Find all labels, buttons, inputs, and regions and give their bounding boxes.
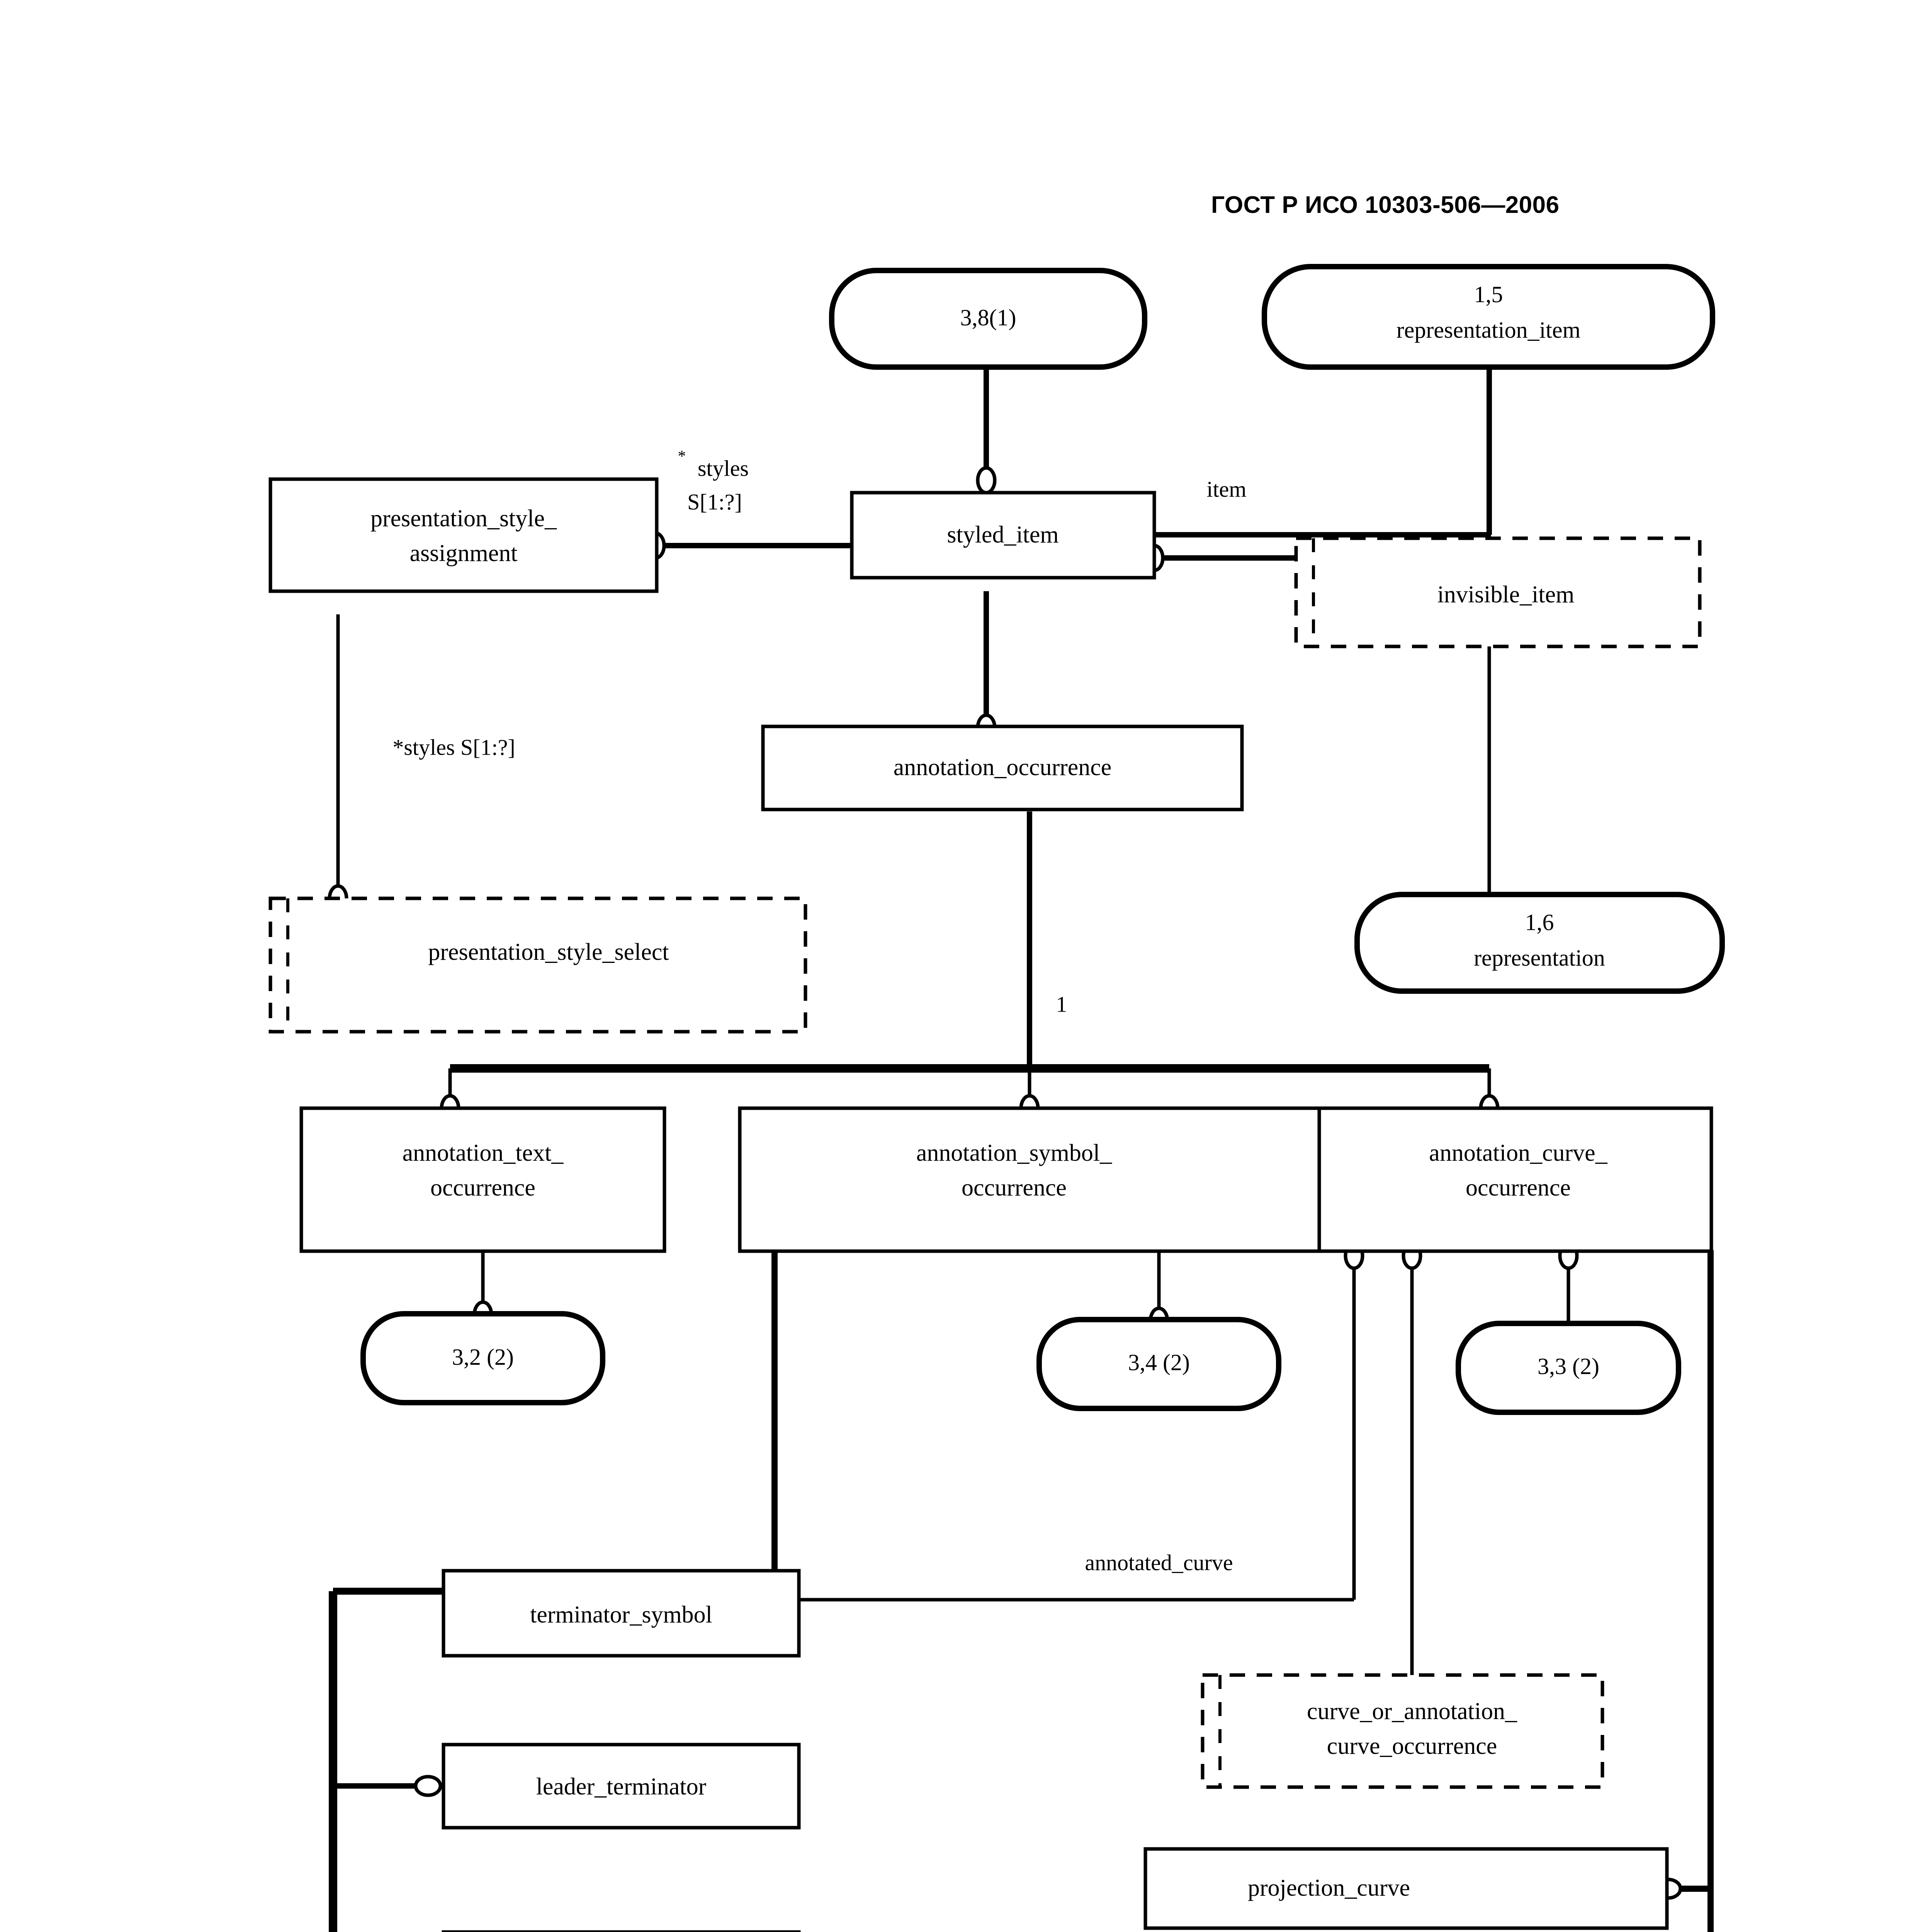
select-box-inner-edges <box>286 538 1315 1787</box>
relationship-labels: * styles S[1:?] item *styles S[1:?] 1 an… <box>392 448 1246 1575</box>
label-projection-curve: projection_curve <box>1248 1875 1410 1901</box>
page-ref-3-3-2[interactable] <box>1456 1321 1681 1415</box>
label-psa-line2: assignment <box>410 540 518 566</box>
entity-boxes <box>268 477 1713 1932</box>
page-ref-3-8-1[interactable] <box>829 268 1147 370</box>
label-terminator-symbol: terminator_symbol <box>530 1602 712 1628</box>
label-ref-1-5-line2: representation_item <box>1397 317 1580 343</box>
label-ref-1-5-line1: 1,5 <box>1474 282 1503 307</box>
label-styles-asterisk: * <box>678 448 686 466</box>
entity-annotation-occurrence[interactable] <box>761 724 1244 811</box>
select-boxes <box>268 536 1702 1789</box>
page-reference-boxes <box>360 264 1725 1415</box>
page-ref-1-6[interactable] <box>1354 892 1725 994</box>
page-reference-labels: 3,8(1) 1,5 representation_item 1,6 repre… <box>452 282 1605 1379</box>
label-ref-3-8-1: 3,8(1) <box>960 305 1016 330</box>
label-att-line1: annotation_text_ <box>403 1140 564 1166</box>
entity-leader-terminator[interactable] <box>442 1743 801 1830</box>
label-styles-select: *styles S[1:?] <box>392 735 515 760</box>
label-styles-line2: S[1:?] <box>687 489 742 514</box>
select-presentation-style-select[interactable] <box>268 896 807 1034</box>
label-aco-line1: annotation_curve_ <box>1429 1140 1607 1166</box>
circle-styleditem-top <box>976 466 997 495</box>
label-cardinality-one: 1 <box>1056 992 1067 1017</box>
entity-projection-curve[interactable] <box>1143 1847 1669 1930</box>
select-invisible-item[interactable] <box>1294 536 1702 648</box>
entity-styled-item[interactable] <box>850 491 1156 580</box>
page-ref-3-4-2[interactable] <box>1036 1317 1281 1411</box>
label-annotation-occurrence: annotation_occurrence <box>894 754 1112 781</box>
page-header: ГОСТ Р ИСО 10303-506—2006 <box>1211 192 1560 218</box>
entity-annotation-curve-occurrence[interactable] <box>1317 1106 1713 1253</box>
label-styles-line1: styles <box>698 456 749 481</box>
label-coac-line1: curve_or_annotation_ <box>1307 1698 1517 1725</box>
label-leader-terminator: leader_terminator <box>536 1774 707 1800</box>
label-presentation-style-select: presentation_style_select <box>428 939 669 965</box>
connection-lines <box>329 367 1714 1932</box>
entity-annotation-text-occurrence[interactable] <box>299 1106 666 1253</box>
label-att-line2: occurrence <box>430 1175 535 1201</box>
label-aco-line2: occurrence <box>1466 1175 1571 1201</box>
page-ref-1-5[interactable] <box>1262 264 1715 370</box>
label-psa-line1: presentation_style_ <box>370 505 557 532</box>
label-invisible-item: invisible_item <box>1437 582 1575 608</box>
label-coac-line2: curve_occurrence <box>1327 1733 1497 1759</box>
label-ref-3-2-2: 3,2 (2) <box>452 1344 514 1370</box>
entity-labels: presentation_style_ assignment styled_it… <box>370 505 1608 1901</box>
circle-leaderterminator-left <box>414 1775 442 1797</box>
label-annotated-curve: annotated_curve <box>1085 1550 1233 1575</box>
label-ref-1-6-line2: representation <box>1474 945 1605 971</box>
page-ref-3-2-2[interactable] <box>360 1311 605 1405</box>
label-ref-3-4-2: 3,4 (2) <box>1128 1350 1190 1375</box>
label-aso-line2: occurrence <box>962 1175 1067 1201</box>
label-aso-line1: annotation_symbol_ <box>916 1140 1112 1166</box>
entity-annotation-symbol-occurrence[interactable] <box>738 1106 1325 1253</box>
label-ref-1-6-line1: 1,6 <box>1525 910 1554 935</box>
select-labels: invisible_item presentation_style_select… <box>428 582 1575 1759</box>
label-item: item <box>1206 476 1246 502</box>
label-ref-3-3-2: 3,3 (2) <box>1538 1354 1599 1379</box>
entity-terminator-symbol[interactable] <box>442 1569 801 1658</box>
label-styled-item: styled_item <box>947 522 1058 548</box>
entity-presentation-style-assignment[interactable] <box>268 477 659 593</box>
select-curve-or-annotation-curve-occurrence[interactable] <box>1201 1673 1604 1789</box>
